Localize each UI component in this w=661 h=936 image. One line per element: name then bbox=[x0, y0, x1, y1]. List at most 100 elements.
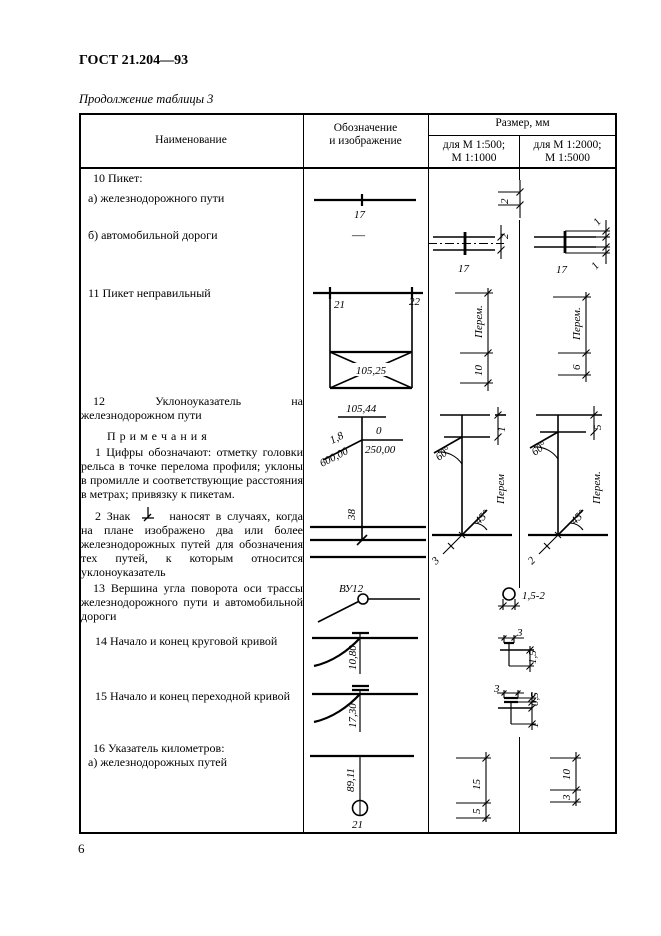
dim-top-label: 5 bbox=[592, 424, 604, 430]
row14-title: 14 Начало и конец круговой кривой bbox=[95, 634, 278, 648]
dim-wrong-picket-1: Перем. 10 bbox=[455, 288, 493, 391]
column-line-name bbox=[303, 113, 304, 832]
rail-mark-label: 105,44 bbox=[346, 403, 377, 415]
symbol-wrong-picket: 21 22 105,25 bbox=[313, 287, 423, 390]
slope-right-label: 0 bbox=[376, 425, 382, 437]
distance-right-label: 250,00 bbox=[365, 444, 396, 456]
row10-title: 10 Пикет: bbox=[93, 171, 143, 185]
symbol-slope-indicator: 105,44 0 250,00 1,8 600,00 38 bbox=[310, 403, 426, 559]
dim-label: 2 bbox=[499, 233, 511, 239]
table-border-left bbox=[79, 113, 81, 834]
dim-variable-label: Перем. bbox=[591, 471, 603, 505]
picket-left-label: 21 bbox=[334, 299, 345, 311]
row13-title: 13 Вершина угла поворота оси трассы желе… bbox=[81, 581, 303, 623]
dim-bottom-label: 3 bbox=[561, 794, 573, 801]
size-divider-upper bbox=[519, 136, 520, 588]
page-number: 6 bbox=[78, 841, 85, 856]
curve-distance-label: 10,80 bbox=[347, 645, 359, 670]
table-caption: Продолжение таблицы 3 bbox=[79, 92, 214, 106]
row10-item-b: б) автомобильной дороги bbox=[88, 228, 218, 242]
dim-top-label: 15 bbox=[471, 779, 483, 791]
table-border-bottom bbox=[79, 832, 617, 834]
picket-number-label: 17 bbox=[556, 264, 568, 276]
size2-line1: для М 1:2000; bbox=[533, 139, 602, 151]
dim-height-label: 1,5 bbox=[527, 650, 539, 664]
dim-label: 2 bbox=[499, 198, 511, 204]
dim-variable-label: Перем. bbox=[473, 305, 485, 339]
symbol-picket-railway: 17 bbox=[314, 194, 416, 221]
header-bottom-line bbox=[79, 167, 617, 169]
table-border-right bbox=[615, 113, 617, 834]
dim-bottom-label: 2 bbox=[526, 554, 539, 567]
size2-line2: М 1:5000 bbox=[544, 152, 591, 164]
angle-45-label: 45° bbox=[473, 507, 493, 527]
symbol-kilometer-sign: 89,11 21 bbox=[310, 754, 414, 831]
picket-right-label: 22 bbox=[409, 296, 421, 308]
dim-bottom-label: 5 bbox=[471, 808, 483, 814]
column-header-size2: для М 1:2000; М 1:5000 bbox=[521, 139, 614, 165]
dim-wrong-picket-2: Перем. 6 bbox=[553, 292, 591, 382]
picket-number-label: 17 bbox=[354, 209, 366, 221]
size1-line2: М 1:1000 bbox=[451, 152, 497, 164]
column-header-designation: Обозначение и изображение bbox=[305, 122, 426, 148]
dim-transition-curve: 3 0,5 1 bbox=[493, 683, 541, 730]
row12-note2-prefix: 2 Знак bbox=[95, 509, 131, 523]
dim-top-label: 10 bbox=[561, 769, 573, 781]
dim-gap-label: 0,5 bbox=[529, 692, 541, 706]
vertex-circle bbox=[502, 587, 516, 601]
column-header-name: Наименование bbox=[155, 134, 227, 146]
dim-kilometer-2: 10 3 bbox=[550, 752, 581, 806]
row12-title: 12 Уклоноуказатель на железнодорожном пу… bbox=[81, 394, 303, 422]
dim-variable-label: Перем bbox=[495, 474, 507, 505]
vertex-label: ВУ12 bbox=[339, 583, 364, 595]
document-number: ГОСТ 21.204—93 bbox=[79, 53, 189, 68]
distance-left-label: 600,00 bbox=[318, 445, 351, 470]
dim-label: 1,5-2 bbox=[522, 590, 545, 602]
row12-note1: 1 Цифры обозначают: отметку головки рель… bbox=[81, 445, 303, 501]
dim-label: 10 bbox=[473, 365, 485, 377]
symbol-transition-curve: 17,30 bbox=[312, 684, 418, 732]
table-border-top bbox=[79, 113, 617, 115]
dim-picket-road-2: 1 1 17 bbox=[534, 216, 610, 276]
dim-variable-label: Перем. bbox=[571, 307, 583, 341]
row12-notes-title: П р и м е ч а н и я bbox=[107, 429, 208, 443]
row12-note2-suffix: наносят в случаях, когда на плане изобра… bbox=[81, 509, 303, 579]
dim-width-label: 3 bbox=[493, 683, 500, 695]
curve-distance-label: 17,30 bbox=[347, 703, 359, 728]
slope-sign-glyph bbox=[142, 507, 155, 522]
dim-picket-railway: 2 bbox=[494, 180, 530, 220]
km-number-label: 21 bbox=[352, 819, 363, 831]
column-header-size: Размер, мм bbox=[495, 117, 550, 129]
angle-45-label: 45° bbox=[569, 507, 589, 527]
column-header-size1: для М 1:500; М 1:1000 bbox=[430, 139, 518, 165]
size1-line1: для М 1:500; bbox=[442, 139, 506, 151]
slope-left-label: 1,8 bbox=[328, 430, 346, 447]
row10-item-a: а) железнодорожного пути bbox=[88, 191, 225, 205]
designation-line2: и изображение bbox=[329, 135, 402, 147]
row12-text: 12 Уклоноуказатель на железнодорожном пу… bbox=[81, 394, 303, 579]
dim-bottom-label: 3 bbox=[429, 554, 442, 567]
tie-distance-label: 38 bbox=[346, 509, 358, 522]
dim-label-bottom: 1 bbox=[589, 260, 602, 272]
picket-value-label: 105,25 bbox=[356, 365, 387, 377]
dim-picket-road-1: 2 17 bbox=[428, 225, 511, 275]
dim-label-top: 1 bbox=[591, 216, 604, 228]
dim-turn-vertex: 1,5-2 bbox=[498, 587, 545, 610]
size-header-line bbox=[428, 135, 616, 136]
dim-circular-curve: 3 1,5 bbox=[498, 627, 539, 672]
dim-label: 6 bbox=[571, 364, 583, 370]
dim-slope-indicator-1: 1 60° Перем 45° 3 bbox=[429, 407, 512, 568]
km-distance-label: 89,11 bbox=[345, 768, 357, 792]
vertex-circle bbox=[357, 593, 369, 605]
kilometer-circle-half-fill bbox=[359, 799, 368, 817]
row15-title: 15 Начало и конец переходной кривой bbox=[95, 689, 291, 703]
picket-number-label: 17 bbox=[458, 263, 470, 275]
column-line-designation bbox=[428, 113, 429, 832]
dim-width-label: 3 bbox=[516, 627, 523, 639]
row16-item-a: а) железнодорожных путей bbox=[88, 755, 228, 769]
symbol-picket-road-dash: — bbox=[352, 227, 365, 242]
dim-slope-indicator-2: 5 60° Перем. 45° 2 bbox=[526, 406, 608, 567]
dim-top-label: 1 bbox=[496, 427, 508, 433]
